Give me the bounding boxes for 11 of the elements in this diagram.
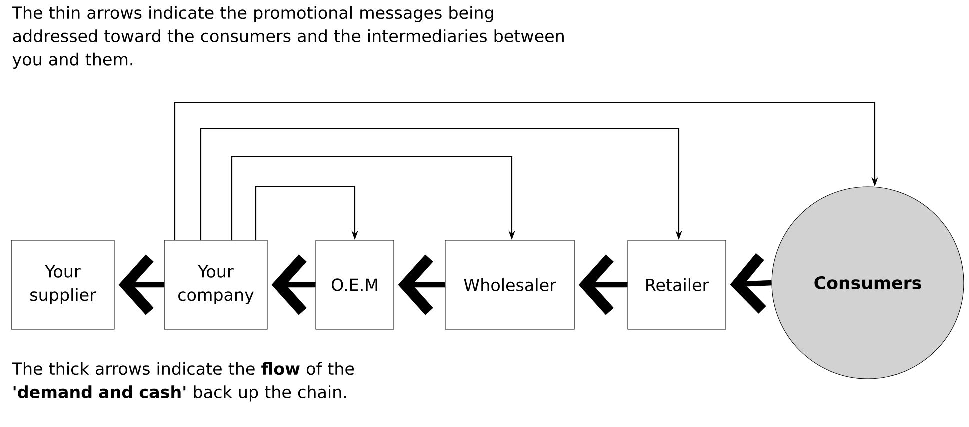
note-text: The thick arrows indicate the flow of the 'demand and cash' back up the chain.	[12, 362, 354, 402]
process-box: O.E.M	[316, 240, 394, 330]
arrow	[200, 128, 682, 240]
process-box: Wholesaler	[445, 240, 575, 330]
arrow	[231, 156, 516, 240]
arrow	[255, 186, 358, 240]
process-box: Your supplier	[11, 240, 115, 330]
process-box: Retailer	[628, 240, 726, 330]
process-box: Your company	[164, 240, 268, 330]
intro-text: The thin arrows indicate the promotional messages being addressed toward the consumers and the intermediaries between you and them.	[12, 6, 564, 70]
arrow	[174, 102, 878, 240]
